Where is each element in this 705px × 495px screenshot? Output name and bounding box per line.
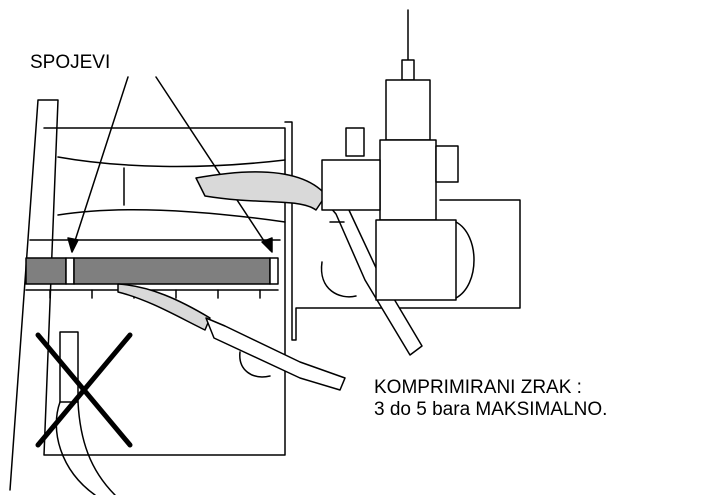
valve-upper-body xyxy=(385,79,431,141)
compressed-air-line-1: KOMPRIMIRANI ZRAK : xyxy=(374,377,582,398)
nozzle-forbidden-hose xyxy=(55,401,96,495)
solenoid-block xyxy=(375,219,457,301)
rail-segment-mid xyxy=(73,257,271,285)
air-gun-upper-trigger xyxy=(320,261,357,298)
rail-segment-left xyxy=(25,257,67,285)
air-gun-lower xyxy=(205,317,346,391)
compressed-air-line-2: 3 do 5 bara MAKSIMALNO. xyxy=(374,398,608,420)
joint-pointer-left xyxy=(71,76,129,251)
solenoid-curve xyxy=(455,221,475,299)
fitting-block xyxy=(321,159,381,211)
top-bar xyxy=(57,156,286,223)
prohibited-cross-icon xyxy=(35,332,133,448)
machine-plate xyxy=(284,121,521,341)
valve-lower-body xyxy=(379,139,437,221)
joints-label: SPOJEVI xyxy=(30,52,111,73)
nozzle-forbidden-hose-2 xyxy=(77,401,116,495)
compressed-air-label: KOMPRIMIRANI ZRAK : 3 do 5 bara MAKSIMAL… xyxy=(374,377,607,421)
rail-joint-right xyxy=(269,257,279,285)
nozzle-forbidden xyxy=(59,331,79,403)
air-blast-lower xyxy=(117,283,211,331)
joint-arrow-left xyxy=(67,237,79,253)
valve-side-port xyxy=(435,145,459,183)
air-blast-upper xyxy=(195,171,327,211)
air-gun-lower-trigger xyxy=(239,351,271,378)
valve-cap xyxy=(401,59,415,81)
fitting-top xyxy=(345,127,365,157)
joint-pointer-right xyxy=(155,76,271,251)
rail-joint-left xyxy=(65,257,75,285)
air-gun-upper xyxy=(323,199,423,356)
